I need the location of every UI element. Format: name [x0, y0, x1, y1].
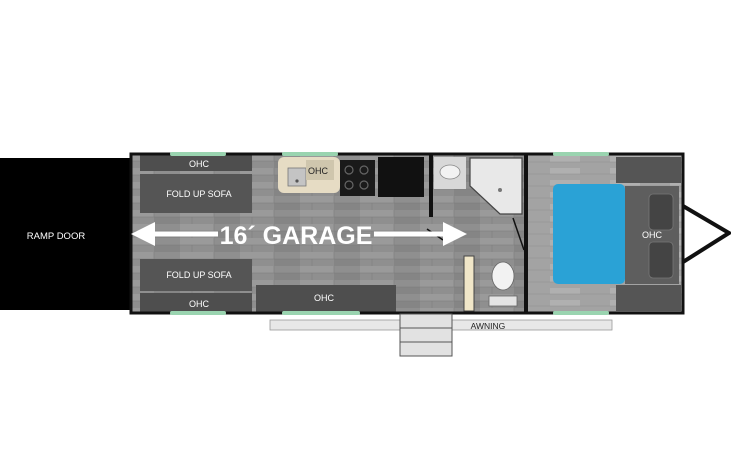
ramp-door	[0, 158, 131, 310]
bedroom-wardrobe-top	[616, 157, 681, 183]
trailer-outline	[129, 152, 685, 315]
arrow-right-icon	[443, 222, 467, 246]
bathroom-sink	[439, 164, 461, 180]
fold-up-sofa-top-label: FOLD UP SOFA	[166, 189, 231, 199]
arrow-left-icon	[131, 222, 155, 246]
kitchen-sink	[287, 167, 307, 187]
window	[170, 311, 226, 315]
hitch	[681, 204, 731, 264]
ohc-bottom-mid-label: OHC	[314, 293, 335, 303]
bed	[553, 184, 625, 284]
fold-up-sofa-top	[140, 174, 252, 213]
ohc-top-left-cabinet	[140, 155, 252, 171]
bathroom-wall-left	[429, 155, 433, 217]
ramp-door-label: RAMP DOOR	[27, 231, 86, 242]
window	[553, 152, 609, 156]
garage-length-label: 16´ GARAGE	[220, 222, 373, 250]
toilet-tank	[488, 295, 518, 307]
shower	[469, 157, 523, 215]
bathroom-wall-right	[524, 155, 528, 312]
burner-icon	[359, 165, 369, 175]
pillow	[648, 241, 674, 279]
awning-label: AWNING	[471, 321, 506, 331]
entry-steps	[399, 313, 453, 357]
bathroom-cabinet	[463, 255, 475, 312]
burner-icon	[344, 165, 354, 175]
ohc-bottom-left-label: OHC	[189, 299, 210, 309]
window	[553, 311, 609, 315]
window	[170, 152, 226, 156]
refrigerator	[378, 157, 424, 197]
burner-icon	[344, 180, 354, 190]
ohc-bedroom-label: OHC	[642, 230, 663, 240]
pillow	[648, 193, 674, 231]
shower-drain-icon	[498, 188, 502, 192]
burner-icon	[359, 180, 369, 190]
kitchen-ohc-cabinet	[306, 160, 334, 180]
ohc-kitchen-label: OHC	[308, 166, 329, 176]
ohc-top-left-label: OHC	[189, 159, 210, 169]
stove	[340, 160, 375, 196]
fold-up-sofa-bottom-label: FOLD UP SOFA	[166, 270, 231, 280]
sink-drain-icon	[295, 179, 299, 183]
bath-door-swing	[512, 217, 525, 251]
bedroom-wardrobe-bottom	[616, 285, 681, 311]
ohc-bottom-mid-cabinet	[256, 285, 396, 312]
window	[282, 311, 360, 315]
fold-up-sofa-bottom	[140, 259, 252, 291]
toilet-bowl	[491, 261, 515, 291]
window	[282, 152, 338, 156]
ohc-bottom-left-cabinet	[140, 293, 252, 313]
